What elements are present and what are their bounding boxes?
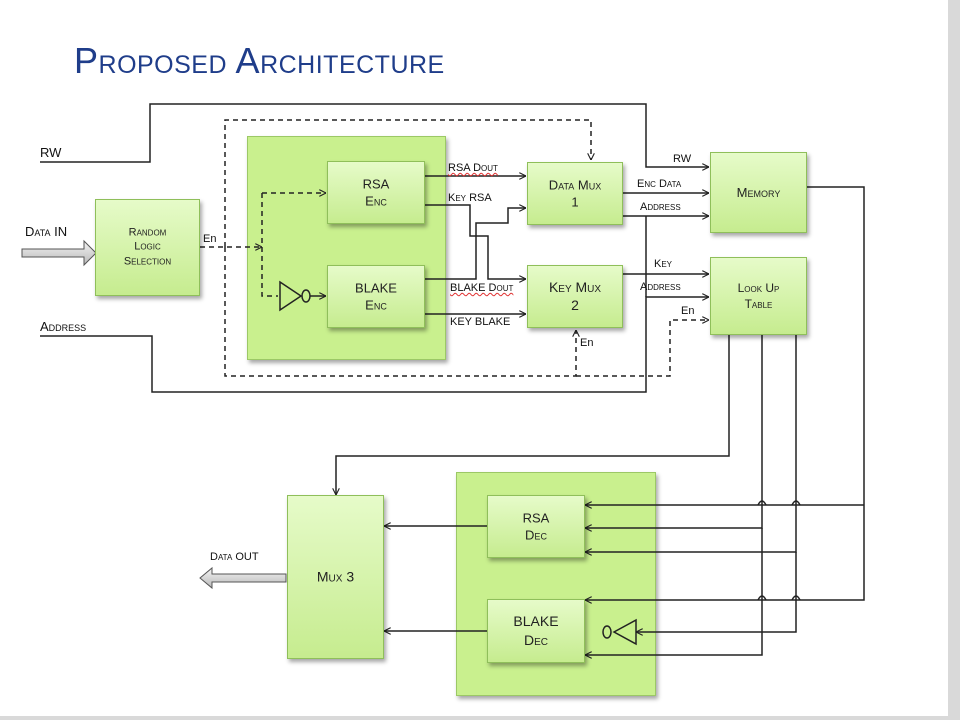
random-logic-label-1: Random bbox=[128, 226, 167, 239]
rsa-dec-label-2: Dec bbox=[525, 527, 547, 543]
memory-label: Memory bbox=[736, 184, 781, 200]
blake-dec-label-1: BLAKE bbox=[513, 613, 559, 630]
data-out-label: Data OUT bbox=[210, 551, 259, 563]
address-memory-label: Address bbox=[640, 201, 681, 213]
random-logic-selection-block: Random Logic Selection bbox=[95, 199, 200, 296]
memory-data-wire bbox=[585, 186, 865, 600]
en-random-label: En bbox=[203, 233, 217, 245]
data-mux-block: Data Mux 1 bbox=[527, 162, 623, 225]
lut-key-rsa-wire bbox=[585, 335, 763, 528]
lut-key-blake2-wire bbox=[636, 552, 797, 632]
blake-dout-label: BLAKE Dout bbox=[450, 282, 514, 294]
rsa-dout-label: RSA Dout bbox=[448, 162, 498, 174]
blake-dec-block: BLAKE Dec bbox=[487, 599, 585, 663]
key-rsa-wire bbox=[425, 204, 526, 279]
dec-inverter bbox=[612, 618, 637, 646]
enc-data-label: Enc Data bbox=[637, 178, 682, 190]
rsa-enc-label-2: Enc bbox=[365, 193, 387, 209]
rsa-dec-label-1: RSA bbox=[522, 509, 550, 525]
lookup-table-label-1: Look Up bbox=[737, 280, 780, 295]
rsa-enc-label-1: RSA bbox=[362, 175, 390, 191]
rw-wire bbox=[40, 103, 709, 167]
en-blake-wire bbox=[261, 193, 278, 297]
data-mux-label-2: 1 bbox=[571, 194, 579, 210]
key-mux-label-1: Key Mux bbox=[548, 278, 602, 295]
key-mux-label-2: 2 bbox=[571, 297, 579, 314]
lut-key-blake-wire bbox=[585, 528, 763, 655]
enc-inverter bbox=[279, 280, 303, 312]
key-mux-block: Key Mux 2 bbox=[527, 265, 623, 328]
lookup-table-block: Look Up Table bbox=[710, 257, 807, 335]
rsa-enc-block: RSA Enc bbox=[327, 161, 425, 224]
mux3-block: Mux 3 bbox=[287, 495, 384, 659]
lut-key-rsa2-wire bbox=[585, 335, 797, 552]
rw-input-label: RW bbox=[40, 145, 62, 160]
rw-memory-label: RW bbox=[673, 153, 692, 165]
blake-enc-label-1: BLAKE bbox=[355, 279, 397, 295]
address-input-label: Address bbox=[40, 319, 87, 334]
data-out-arrow bbox=[199, 566, 287, 590]
en-keymux-label: En bbox=[580, 337, 594, 349]
mux3-label: Mux 3 bbox=[316, 568, 355, 585]
en-lut-label: En bbox=[681, 305, 695, 317]
data-in-label: Data IN bbox=[25, 224, 68, 239]
random-logic-label-3: Selection bbox=[123, 255, 172, 268]
key-lut-label: Key bbox=[654, 258, 673, 270]
rsa-dec-block: RSA Dec bbox=[487, 495, 585, 558]
blake-enc-label-2: Enc bbox=[365, 297, 387, 313]
lut-select-wire bbox=[336, 335, 730, 495]
data-in-arrow bbox=[21, 239, 97, 267]
key-rsa-label: Key RSA bbox=[448, 192, 492, 204]
lookup-table-label-2: Table bbox=[744, 297, 773, 311]
blake-enc-block: BLAKE Enc bbox=[327, 265, 425, 328]
en-lut-wire bbox=[576, 320, 709, 377]
address-wire bbox=[40, 297, 709, 393]
en-datamux-wire bbox=[224, 119, 591, 247]
random-logic-label-2: Logic bbox=[134, 241, 161, 254]
address-lut-label: Address bbox=[640, 281, 681, 293]
page-title: Proposed Architecture bbox=[74, 40, 445, 81]
key-blake-label: KEY BLAKE bbox=[450, 316, 511, 328]
memory-block: Memory bbox=[710, 152, 807, 233]
data-mux-label-1: Data Mux bbox=[548, 176, 602, 192]
en-keymux-wire bbox=[224, 247, 576, 377]
blake-dec-label-2: Dec bbox=[523, 632, 548, 648]
blake-dout-wire bbox=[425, 208, 526, 280]
